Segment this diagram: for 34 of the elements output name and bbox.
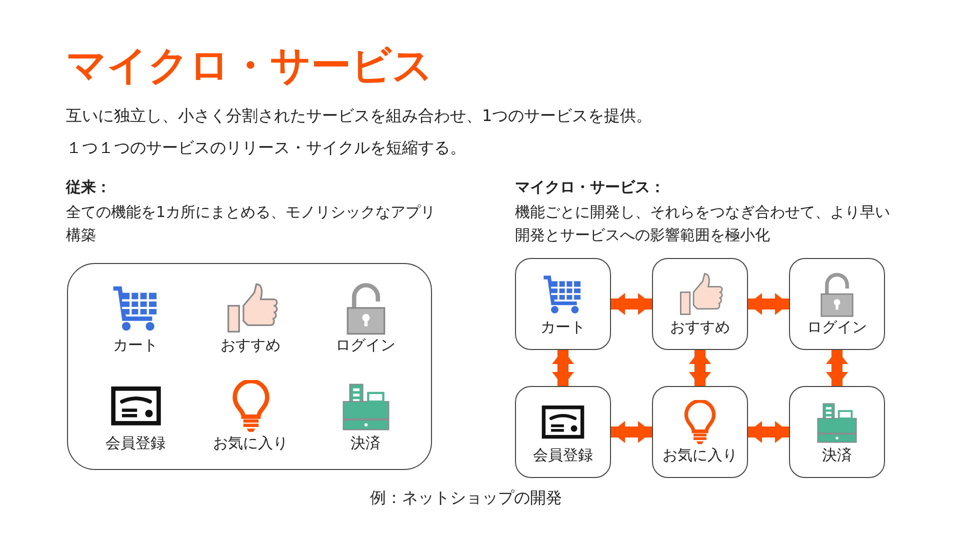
service-box xyxy=(515,258,611,350)
service-box xyxy=(515,386,611,478)
body-text: １つ１つのサービスのリリース・サイクルを短縮する。 xyxy=(66,138,466,159)
section-text: 全ての機能を1カ所にまとめる、モノリシックなアプリ構築 xyxy=(66,202,437,246)
slide-title: マイクロ・サービス xyxy=(66,42,433,91)
service-box xyxy=(652,386,748,478)
service-box xyxy=(789,386,885,478)
service-label: 決済 xyxy=(822,446,852,464)
double-arrow xyxy=(611,421,652,443)
section-heading: 従来： xyxy=(66,178,111,197)
service-label: カート xyxy=(113,336,158,354)
service-box xyxy=(652,258,748,350)
double-arrow xyxy=(748,293,789,315)
double-arrow xyxy=(748,421,789,443)
service-label: ログイン xyxy=(807,318,867,336)
double-arrow xyxy=(611,293,652,315)
body-text: 互いに独立し、小さく分割されたサービスを組み合わせ、1つのサービスを提供。 xyxy=(66,106,652,127)
service-label: 決済 xyxy=(350,434,380,452)
service-box xyxy=(789,258,885,350)
service-label: おすすめ xyxy=(670,318,730,336)
service-label: 会員登録 xyxy=(533,446,593,464)
service-label: お気に入り xyxy=(662,446,738,464)
service-label: 会員登録 xyxy=(106,434,166,452)
monolith-box xyxy=(67,263,432,470)
double-arrow xyxy=(689,350,711,386)
service-label: カート xyxy=(540,318,586,336)
service-label: おすすめ xyxy=(220,336,280,354)
section-heading: マイクロ・サービス： xyxy=(515,178,665,197)
double-arrow xyxy=(552,350,574,386)
double-arrow xyxy=(826,350,848,386)
service-label: お気に入り xyxy=(213,434,288,452)
caption: 例：ネットショップの開発 xyxy=(370,488,562,509)
service-label: ログイン xyxy=(336,336,396,354)
section-text: 機能ごとに開発し、それらをつなぎ合わせて、より早い開発とサービスへの影響範囲を極小化 xyxy=(515,202,891,246)
